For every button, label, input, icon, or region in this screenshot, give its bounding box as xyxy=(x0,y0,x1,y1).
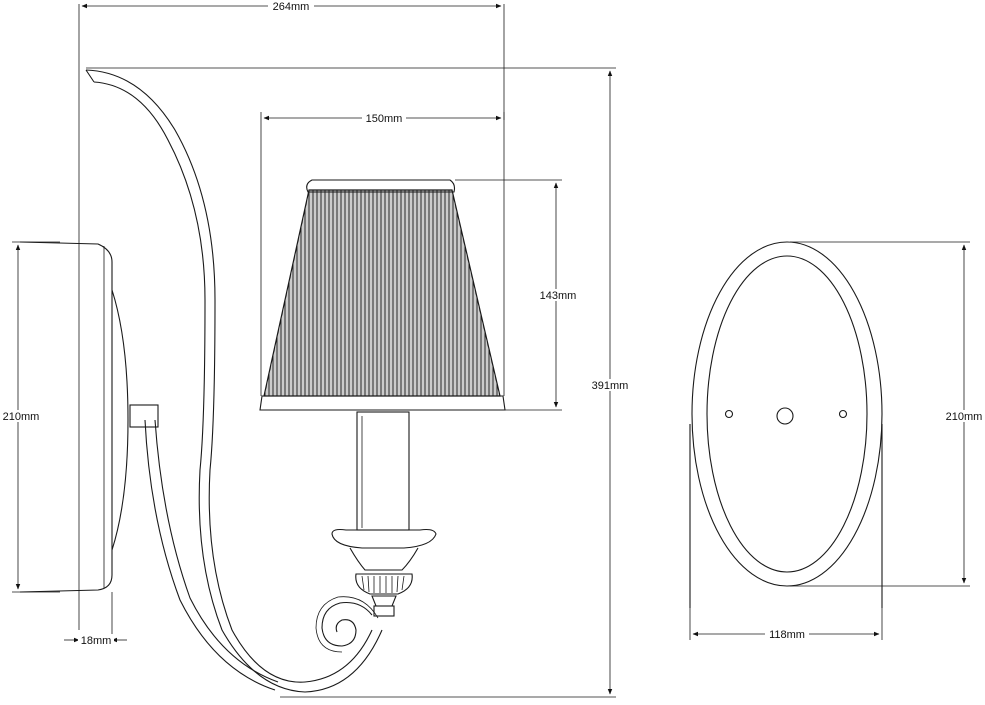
backplate-front-view xyxy=(689,241,883,608)
dim-overall-width: 264mm xyxy=(78,0,505,630)
cup-fluting xyxy=(361,575,405,593)
label-backplate-depth: 18mm xyxy=(81,635,112,647)
lamp-shade xyxy=(259,179,506,411)
dim-backplate-height-side: 210mm xyxy=(0,241,60,593)
scroll-arm xyxy=(85,69,383,693)
dim-backplate-height-front: 210mm xyxy=(790,241,985,587)
label-overall-height: 391mm xyxy=(592,380,629,392)
dim-shade-height: 143mm xyxy=(455,179,580,411)
label-backplate-height-front: 210mm xyxy=(946,411,983,423)
label-overall-width: 264mm xyxy=(273,1,310,13)
dim-overall-height: 391mm xyxy=(86,67,632,698)
dim-backplate-depth: 18mm xyxy=(64,592,127,647)
candle-holder xyxy=(331,411,437,617)
side-view xyxy=(19,69,506,693)
dim-backplate-width: 118mm xyxy=(689,608,883,641)
dim-shade-width: 150mm xyxy=(260,112,505,396)
screw-hole-left xyxy=(724,409,734,419)
label-shade-height: 143mm xyxy=(540,290,577,302)
backplate-side xyxy=(19,241,129,593)
center-mount-hole xyxy=(776,407,794,425)
label-backplate-width: 118mm xyxy=(769,629,805,641)
screw-hole-right xyxy=(838,409,848,419)
label-backplate-height-side: 210mm xyxy=(3,411,40,423)
label-shade-width: 150mm xyxy=(366,113,403,125)
